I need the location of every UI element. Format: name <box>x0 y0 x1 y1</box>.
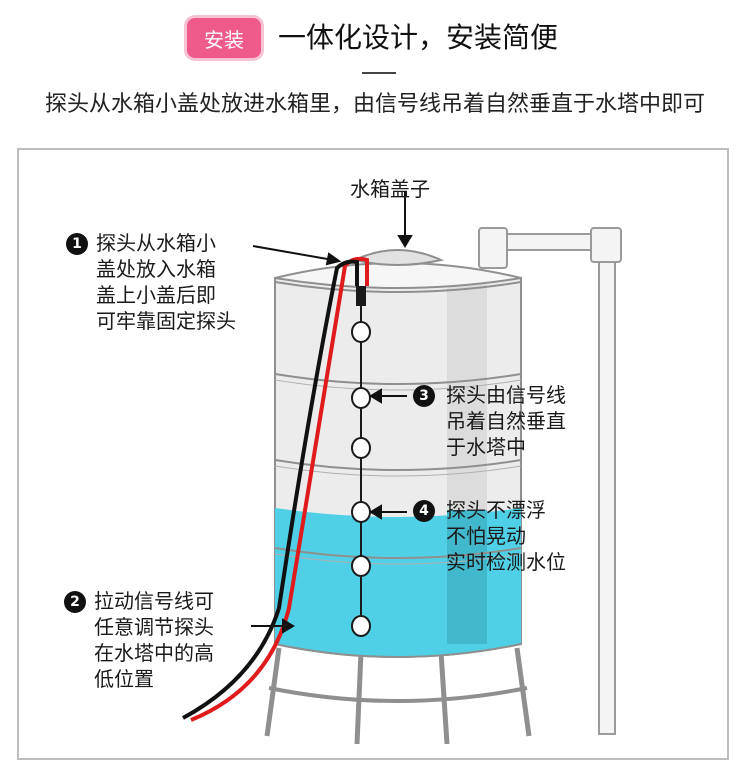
note-1-line: 可牢靠固定探头 <box>96 309 236 333</box>
note-1-line: 探头从水箱小 <box>96 231 216 255</box>
note-number-2: 2 <box>64 591 86 613</box>
note-4: 探头不漂浮 不怕晃动 实时检测水位 <box>446 497 566 575</box>
note-3: 探头由信号线 吊着自然垂直 于水塔中 <box>446 382 566 460</box>
water-tank-illustration <box>182 192 622 745</box>
page-subtitle: 探头从水箱小盖处放进水箱里，由信号线吊着自然垂直于水塔中即可 <box>44 92 705 117</box>
note-number-4: 4 <box>413 500 435 522</box>
note-2-line: 拉动信号线可 <box>94 589 214 613</box>
tank-body <box>274 249 522 658</box>
note-4-line: 探头不漂浮 <box>446 498 546 522</box>
tank-lid-label: 水箱盖子 <box>350 177 430 201</box>
note-number-1: 1 <box>66 233 88 255</box>
note-3-line: 于水塔中 <box>446 435 526 459</box>
illustration-frame <box>17 148 729 760</box>
note-4-line: 不怕晃动 <box>446 524 526 548</box>
note-2-line: 低位置 <box>94 667 154 691</box>
note-number-3: 3 <box>413 385 435 407</box>
note-3-line: 探头由信号线 <box>446 383 566 407</box>
install-badge: 安装 <box>187 18 261 58</box>
probe-chain <box>351 286 371 637</box>
note-1-line: 盖处放入水箱 <box>96 257 216 281</box>
note-2-line: 在水塔中的高 <box>94 641 214 665</box>
note-4-line: 实时检测水位 <box>446 550 566 574</box>
note-1: 探头从水箱小 盖处放入水箱 盖上小盖后即 可牢靠固定探头 <box>96 230 236 334</box>
note-3-line: 吊着自然垂直 <box>446 409 566 433</box>
note-1-line: 盖上小盖后即 <box>96 283 216 307</box>
page-title: 一体化设计，安装简便 <box>278 21 559 54</box>
note-2-line: 任意调节探头 <box>94 615 214 639</box>
signal-wires <box>182 256 369 722</box>
overflow-pipe <box>478 227 622 735</box>
note-2: 拉动信号线可 任意调节探头 在水塔中的高 低位置 <box>94 588 214 692</box>
callout-arrows <box>251 192 413 634</box>
title-divider <box>362 72 396 74</box>
tank-stand <box>264 647 532 745</box>
